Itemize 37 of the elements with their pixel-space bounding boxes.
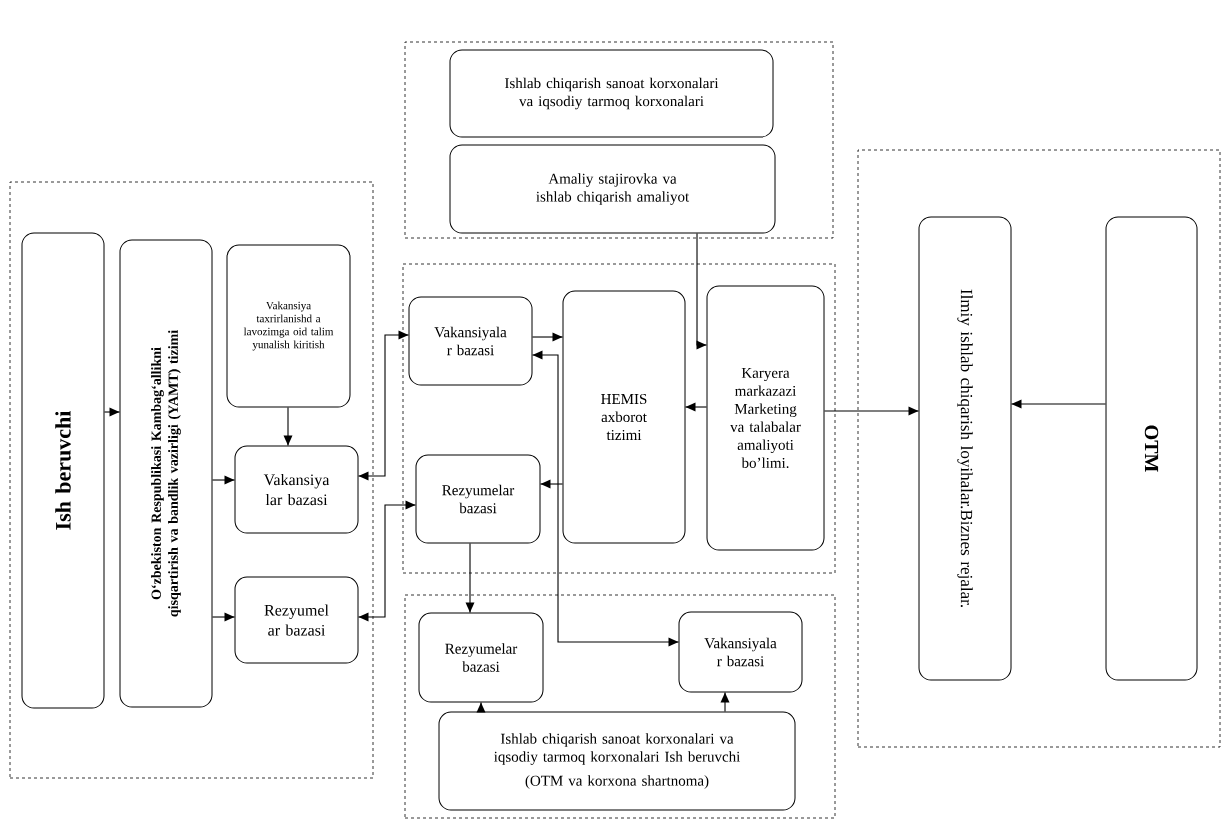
arrow xyxy=(1010,399,1107,409)
arrow xyxy=(211,612,236,622)
group-frame xyxy=(404,594,836,819)
arrow xyxy=(531,350,680,647)
process-box: Vakansiyala r bazasi xyxy=(408,296,533,386)
process-box: Rezyumelar bazasi xyxy=(415,454,541,544)
arrow xyxy=(283,406,293,447)
process-box: Vakansiyala r bazasi xyxy=(678,611,803,693)
arrow xyxy=(684,402,708,412)
arrow xyxy=(823,406,920,416)
group-frame xyxy=(402,263,836,574)
process-box: Vakansiya taxrirlanishd a lavozimga oid talim yunalish kiritish xyxy=(226,244,351,408)
arrow xyxy=(476,701,486,713)
process-box: Ish beruvchi xyxy=(21,232,105,709)
arrow xyxy=(465,542,475,614)
process-box: Ilmiy ishlab chiqarish loyihalar.Biznes rejalar. xyxy=(918,216,1012,681)
arrow xyxy=(211,475,236,485)
process-box: OTM xyxy=(1105,216,1198,681)
process-box: HEMIS axborot tizimi xyxy=(562,290,686,544)
arrow xyxy=(531,332,564,342)
process-box: O‘zbekiston Respublikasi Kambag‘allikni qisqartirish va bandlik vazirligi (YAMT) tizimi xyxy=(119,239,213,708)
process-box: Vakansiya lar bazasi xyxy=(234,445,359,534)
arrow xyxy=(539,479,564,489)
process-box: Amaliy stajirovka va ishlab chiqarish amaliyot xyxy=(449,144,776,234)
group-frame xyxy=(857,149,1221,748)
arrow xyxy=(696,232,708,350)
arrow xyxy=(103,407,121,417)
process-box: Karyera markazazi Marketing va talabalar amaliyoti bo’limi. xyxy=(706,285,825,551)
arrow xyxy=(357,500,417,622)
process-box: Ishlab chiqarish sanoat korxonalari va iqsodiy tarmoq korxonalari xyxy=(449,49,774,138)
process-box: Ishlab chiqarish sanoat korxonalari va iqsodiy tarmoq korxonalari Ish beruvchi (OTM va korxona shartnoma) xyxy=(438,711,796,811)
group-frame xyxy=(9,181,374,779)
group-frame xyxy=(404,41,834,239)
arrow xyxy=(720,691,730,713)
arrow xyxy=(357,330,410,481)
process-box: Rezyumel ar bazasi xyxy=(234,576,359,664)
process-box: Rezyumelar bazasi xyxy=(418,612,544,703)
